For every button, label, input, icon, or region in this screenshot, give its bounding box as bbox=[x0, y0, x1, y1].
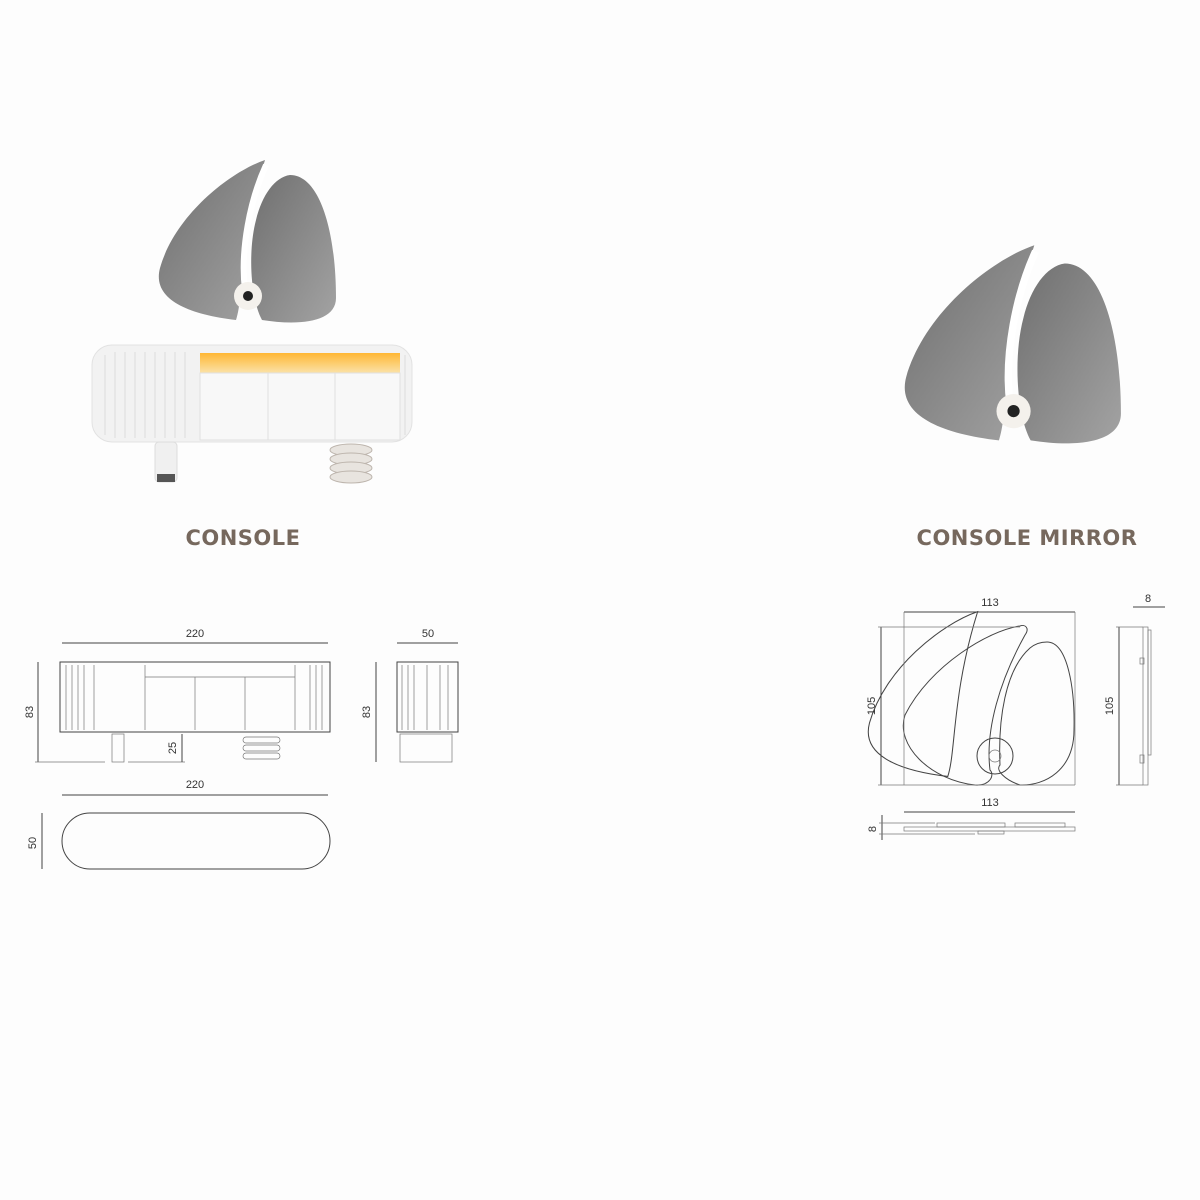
mirror-front-view: 113 105 bbox=[866, 597, 1076, 786]
dim-mirror-width: 113 bbox=[981, 597, 999, 609]
dim-mirror-side-height: 105 bbox=[1104, 697, 1116, 715]
console-mirror-render bbox=[905, 245, 1121, 443]
console-side-view: 50 83 bbox=[361, 628, 459, 763]
console-front-view: 220 83 25 bbox=[24, 628, 331, 763]
product-title-console-mirror: CONSOLE MIRROR bbox=[917, 526, 1138, 550]
dim-mirror-thickness: 8 bbox=[1145, 593, 1151, 605]
product-title-console: CONSOLE bbox=[185, 526, 300, 550]
dim-console-side-height: 83 bbox=[361, 706, 373, 718]
dim-console-top-depth: 50 bbox=[27, 837, 39, 849]
dim-leg-height: 25 bbox=[167, 742, 179, 754]
console-render bbox=[91, 344, 413, 484]
dim-mirror-top-thickness: 8 bbox=[867, 826, 879, 832]
console-mirror-render-small bbox=[159, 160, 336, 322]
mirror-top-view: 113 8 bbox=[867, 797, 1076, 840]
dim-console-width: 220 bbox=[186, 628, 204, 640]
dim-console-height: 83 bbox=[24, 706, 36, 718]
dim-console-top-width: 220 bbox=[186, 779, 204, 791]
mirror-side-view: 8 105 bbox=[1104, 593, 1165, 786]
dim-mirror-top-width: 113 bbox=[981, 797, 999, 809]
console-top-view: 220 50 bbox=[27, 779, 331, 870]
dim-mirror-height: 105 bbox=[866, 697, 878, 715]
dim-console-depth: 50 bbox=[422, 628, 434, 640]
